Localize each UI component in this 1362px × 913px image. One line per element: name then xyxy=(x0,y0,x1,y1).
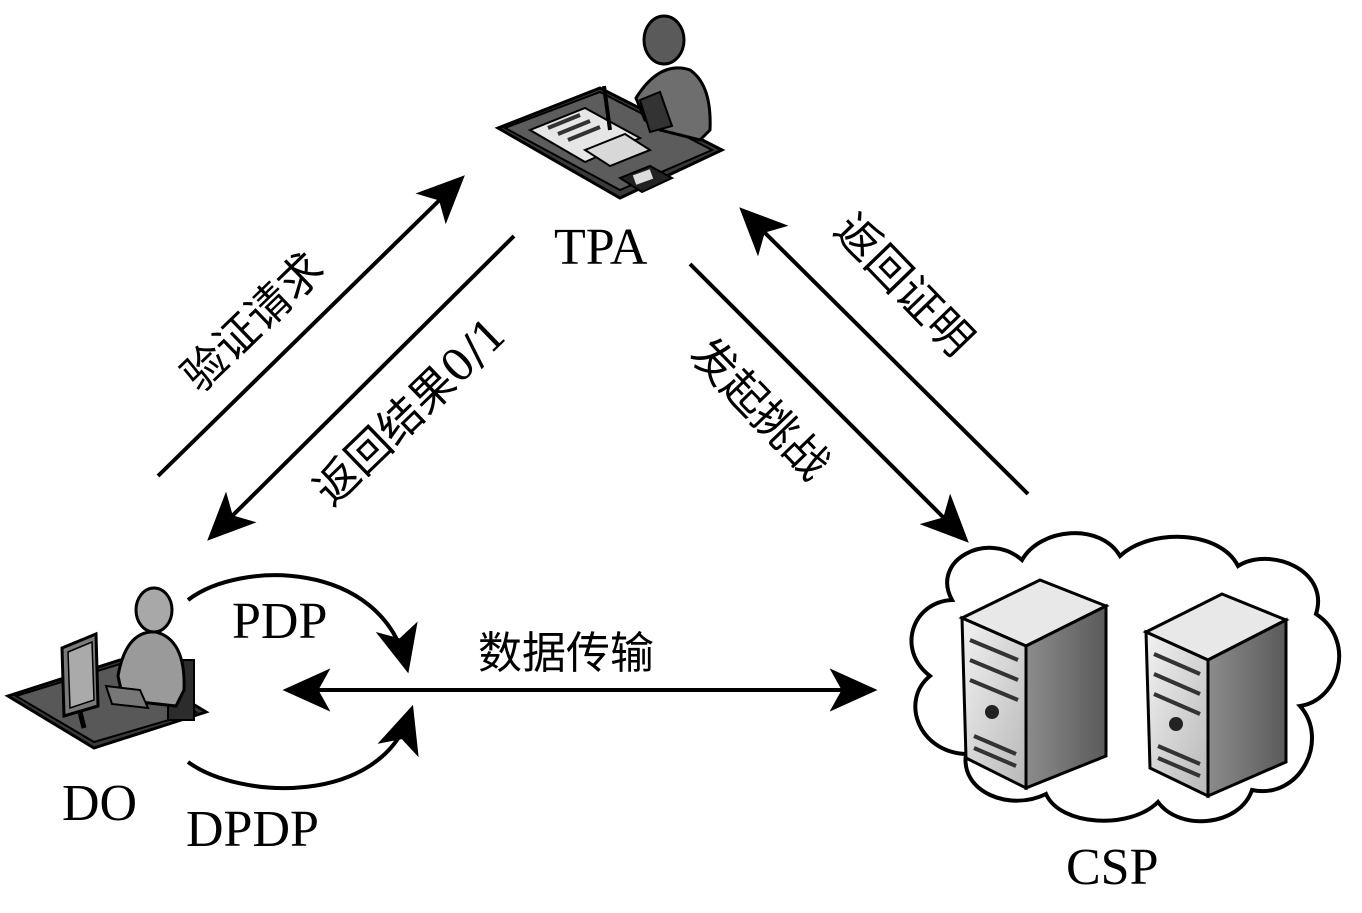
pdp-label: PDP xyxy=(232,593,327,650)
verify-request-label: 验证请求 xyxy=(172,243,334,402)
csp-label: CSP xyxy=(1066,839,1159,896)
challenge-arrow xyxy=(688,262,969,543)
cloud-servers-icon xyxy=(909,531,1342,824)
user-at-computer-icon xyxy=(4,586,210,750)
return-result-arrow xyxy=(207,234,516,541)
verify-request-arrow xyxy=(156,175,465,478)
challenge-label: 发起挑战 xyxy=(680,328,839,490)
dpdp-curve-arrow xyxy=(186,704,419,790)
do-label: DO xyxy=(62,775,137,832)
pdp-curve-arrow xyxy=(186,573,418,674)
return-proof-arrow xyxy=(739,207,1030,496)
data-transfer-label: 数据传输 xyxy=(478,628,654,679)
auditor-at-desk-icon xyxy=(494,14,726,200)
return-proof-label: 返回证明 xyxy=(824,204,983,366)
tpa-label: TPA xyxy=(554,219,648,276)
dpdp-label: DPDP xyxy=(186,801,319,858)
